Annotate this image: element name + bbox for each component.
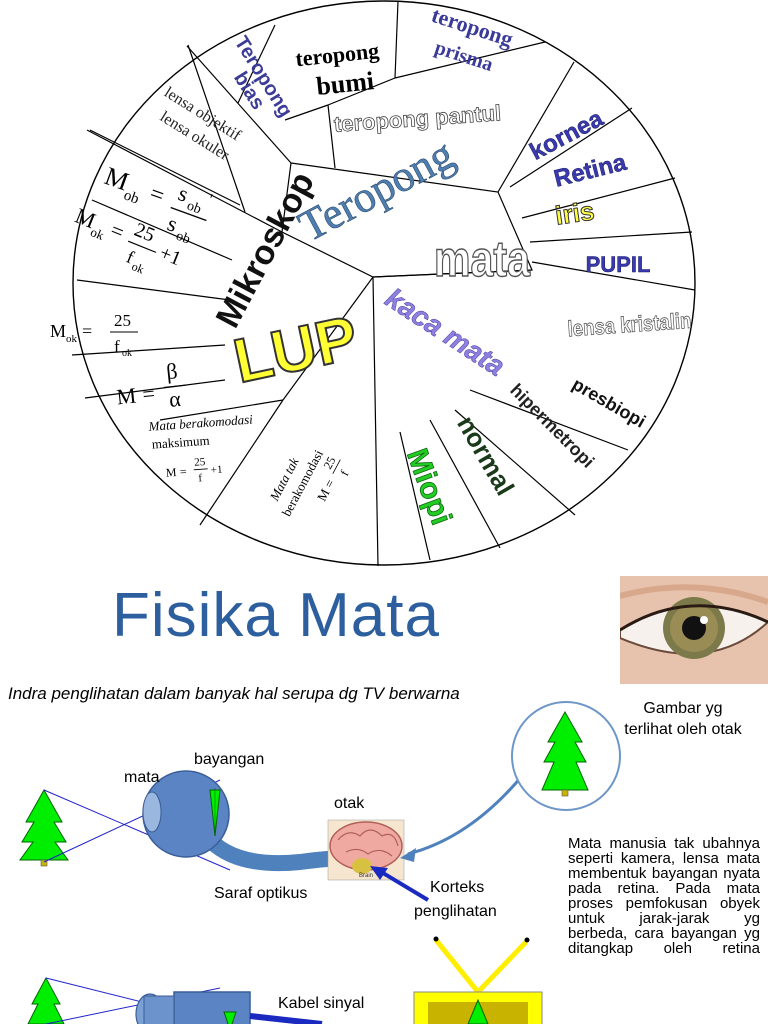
svg-text:+1: +1 (210, 464, 223, 477)
formula-m-beta-alpha: M = β α (115, 358, 186, 412)
formula-akomodasi-maksimum: Mata berakomodasi maksimum M = 25 f +1 (147, 412, 254, 485)
caption-line-1: Gambar yg (643, 700, 723, 717)
svg-text:f: f (114, 337, 120, 356)
svg-text:M: M (165, 465, 177, 480)
description-paragraph: Mata manusia tak ubahnya seperti kamera,… (568, 835, 760, 957)
optic-nerve (204, 834, 356, 872)
ray-line (43, 789, 231, 871)
wheel-outer-circle (72, 0, 696, 566)
svg-text:Mata berakomodasi: Mata berakomodasi (147, 412, 254, 434)
label-brain-tag: Brain (359, 873, 373, 879)
svg-text:f: f (337, 468, 351, 478)
svg-text:ok: ok (122, 348, 132, 359)
svg-text:M: M (50, 321, 66, 341)
label-pupil: PUPIL (586, 252, 651, 277)
label-korteks-1: Korteks (430, 879, 484, 896)
perception-arrow (407, 775, 524, 856)
svg-text:25: 25 (321, 454, 339, 471)
page-subtitle: Indra penglihatan dalam banyak hal serup… (8, 684, 460, 703)
svg-text:M: M (115, 383, 137, 410)
caption-line-2: terlihat oleh otak (624, 721, 742, 738)
korteks-arrow (376, 868, 430, 902)
label-teropong-bumi-2: bumi (315, 66, 376, 101)
svg-text:ok: ok (66, 333, 78, 345)
label-kabel-sinyal: Kabel sinyal (278, 995, 364, 1012)
svg-text:α: α (168, 386, 183, 412)
svg-text:β: β (165, 358, 179, 384)
perceived-tree (541, 710, 589, 797)
label-otak: otak (334, 795, 365, 812)
svg-text:maksimum: maksimum (151, 433, 210, 452)
svg-text:=: = (141, 381, 156, 407)
label-saraf-optikus: Saraf optikus (214, 885, 307, 902)
label-mata: mata (124, 769, 160, 786)
svg-text:25: 25 (194, 456, 206, 469)
eyeball (142, 770, 230, 858)
svg-text:f: f (198, 472, 203, 484)
label-bayangan: bayangan (194, 751, 264, 768)
perception-caption: Gambar yg terlihat oleh otak (608, 698, 758, 740)
korteks-arrow-head (370, 866, 388, 880)
brain-icon: Brain (327, 819, 405, 881)
topic-wheel: Teropong mata kaca mata LUP Mikroskop Te… (50, 0, 696, 567)
tv-icon (413, 936, 543, 1024)
svg-text:ob: ob (121, 187, 141, 207)
eye-camera-diagram: mata bayangan otak Saraf optikus Brain K… (19, 701, 621, 1024)
signal-cable (249, 1013, 323, 1024)
formula-m-ok-lup: M ok = 25 f ok (50, 311, 138, 359)
svg-text:ob: ob (185, 199, 203, 218)
svg-text:': ' (206, 192, 215, 209)
svg-text:ob: ob (174, 229, 192, 248)
svg-text:=: = (82, 321, 92, 341)
svg-text:ok: ok (130, 259, 146, 276)
hub-label-mata: mata (434, 231, 531, 287)
perception-arrow-head (400, 848, 416, 862)
label-korteks-2: penglihatan (414, 903, 497, 920)
object-tree-top (19, 788, 69, 867)
camera-icon (135, 991, 251, 1024)
label-iris: iris (553, 196, 596, 231)
svg-text:25: 25 (114, 311, 131, 330)
eye-photo (620, 576, 768, 684)
svg-text:ok: ok (88, 224, 106, 243)
svg-text:=: = (179, 464, 187, 478)
wheel-dividers (71, 0, 696, 567)
object-tree-bottom (27, 976, 65, 1024)
page-title: Fisika Mata (112, 581, 440, 650)
